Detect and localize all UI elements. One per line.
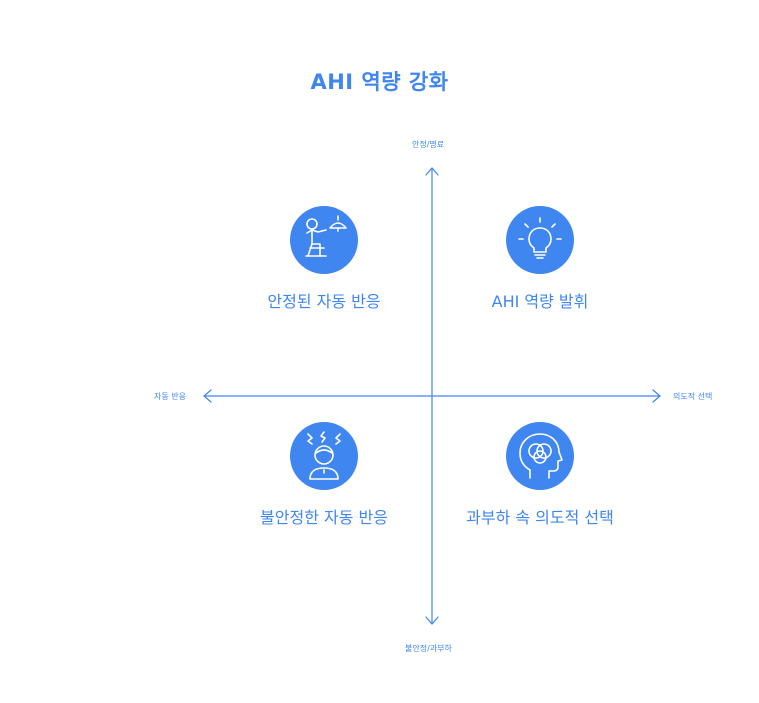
axis-label-top: 안정/명료: [412, 140, 445, 149]
quadrant-label-top-right: AHI 역량 발휘: [491, 292, 589, 311]
axis-label-bottom: 불안정/과부하: [405, 644, 452, 653]
stressed-person-icon: [290, 422, 358, 490]
quadrant-label-bottom-right: 과부하 속 의도적 선택: [466, 508, 614, 527]
brain-head-icon: [506, 422, 574, 490]
axis-label-left: 자동 반응: [154, 392, 186, 401]
up-arrow-icon: [425, 167, 439, 176]
right-arrow-icon: [652, 389, 661, 403]
diagram-title: AHI 역량 강화: [310, 70, 449, 94]
person-lamp-icon: [290, 206, 358, 274]
axis-label-right: 의도적 선택: [673, 392, 713, 401]
down-arrow-icon: [425, 616, 439, 625]
lightbulb-icon: [506, 206, 574, 274]
quadrant-label-top-left: 안정된 자동 반응: [267, 292, 381, 311]
quadrant-label-bottom-left: 불안정한 자동 반응: [260, 508, 388, 527]
left-arrow-icon: [203, 389, 212, 403]
